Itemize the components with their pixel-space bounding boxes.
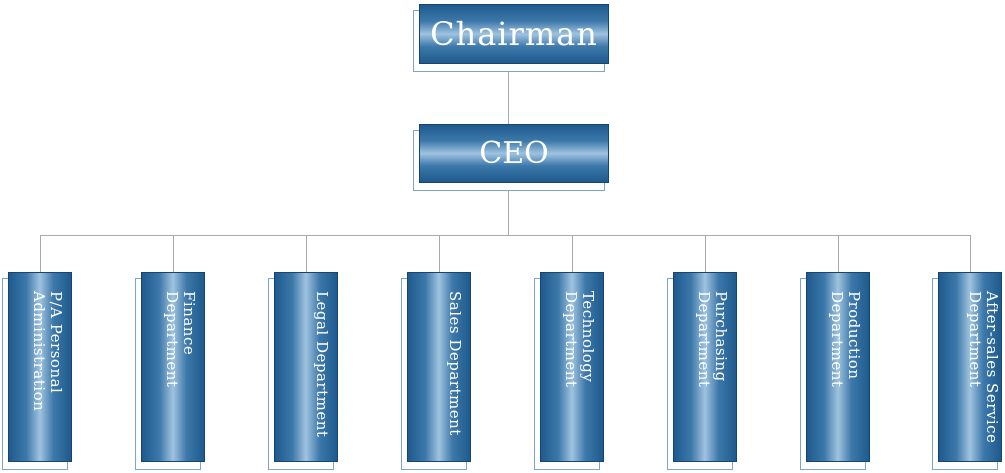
connector-dept-5 [572, 235, 573, 272]
connector-dept-4 [439, 235, 440, 272]
connector-horizontal-bus [40, 235, 970, 236]
connector-chairman-ceo [508, 64, 509, 124]
department-label: Finance Department [163, 291, 198, 388]
department-node-personal-administration[interactable]: P/A Personal Administration [2, 272, 72, 470]
department-node-production[interactable]: Production Department [800, 272, 870, 470]
department-label: Production Department [828, 291, 863, 388]
connector-dept-7 [838, 235, 839, 272]
department-label: Technology Department [562, 291, 597, 388]
department-node-legal[interactable]: Legal Department [268, 272, 338, 470]
department-node-sales[interactable]: Sales Department [401, 272, 471, 470]
connector-dept-8 [970, 235, 971, 272]
department-label: P/A Personal Administration [30, 291, 65, 412]
connector-dept-3 [306, 235, 307, 272]
connector-ceo-bus [508, 183, 509, 235]
connector-dept-2 [173, 235, 174, 272]
department-node-after-sales-service[interactable]: After-sales Service Department [932, 272, 1002, 470]
department-label: Purchasing Department [695, 291, 730, 388]
department-label: Sales Department [446, 291, 464, 436]
chairman-node[interactable]: Chairman [413, 4, 609, 72]
department-node-purchasing[interactable]: Purchasing Department [667, 272, 737, 470]
department-label: Legal Department [313, 291, 331, 438]
chairman-label: Chairman [430, 15, 598, 53]
connector-dept-6 [705, 235, 706, 272]
department-label: After-sales Service Department [966, 291, 1001, 444]
department-node-technology[interactable]: Technology Department [534, 272, 604, 470]
ceo-label: CEO [479, 136, 549, 171]
connector-dept-1 [40, 235, 41, 272]
department-node-finance[interactable]: Finance Department [135, 272, 205, 470]
ceo-node[interactable]: CEO [413, 124, 609, 191]
